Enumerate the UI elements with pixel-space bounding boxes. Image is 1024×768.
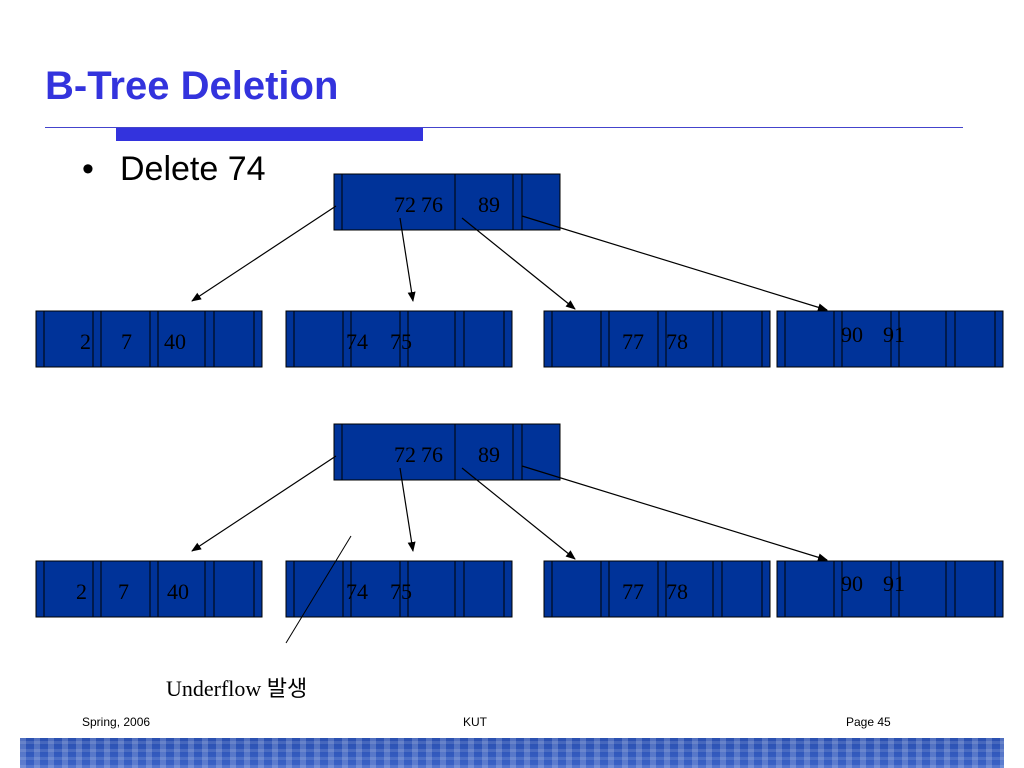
child-key: 40: [167, 579, 189, 604]
footer-date: Spring, 2006: [82, 715, 151, 729]
underflow-annotation: Underflow 발생: [166, 676, 308, 701]
title-accent-bar: [116, 128, 423, 141]
child-node-box: [285, 560, 513, 618]
child-node: 77 78: [543, 310, 771, 368]
edge-arrow: [399, 217, 416, 302]
root-node: 72 76 89: [333, 423, 561, 481]
edge-arrow: [521, 215, 828, 312]
root-key: 72: [394, 192, 416, 217]
child-node-box: [776, 560, 1004, 618]
child-node: 2 7 40: [35, 310, 263, 368]
child-node-box: [776, 310, 1004, 368]
child-key: 74: [346, 579, 368, 604]
edge-arrow: [399, 467, 416, 552]
child-key: 7: [118, 579, 129, 604]
child-key: 75: [390, 579, 412, 604]
footer-page-number: Page 45: [846, 715, 891, 729]
root-node: 72 76 89: [333, 173, 561, 231]
bullet-dot: •: [82, 150, 94, 188]
edge-arrow: [521, 465, 828, 562]
child-node: 90 91: [776, 560, 1004, 618]
child-node-box: [543, 310, 771, 368]
footer-org: KUT: [463, 715, 487, 729]
child-node-box: [35, 310, 263, 368]
root-node-box: [333, 173, 561, 231]
edge-arrow: [191, 455, 337, 552]
child-key: 77: [622, 329, 644, 354]
child-key: 91: [883, 322, 905, 347]
root-key: 76: [421, 192, 443, 217]
child-node: 77 78: [543, 560, 771, 618]
root-key: 72: [394, 442, 416, 467]
child-node-box: [543, 560, 771, 618]
child-key: 2: [80, 329, 91, 354]
child-key: 91: [883, 571, 905, 596]
underflow-callout-line: [285, 535, 352, 644]
child-key: 90: [841, 571, 863, 596]
child-node-box: [285, 310, 513, 368]
bullet-item: • Delete 74: [82, 152, 266, 186]
child-node: 74 75: [285, 560, 513, 618]
child-key: 7: [121, 329, 132, 354]
root-key: 89: [478, 192, 500, 217]
footer-decorative-band: [20, 738, 1004, 768]
child-node: 90 91: [776, 310, 1004, 368]
child-node: 2 7 40: [35, 560, 263, 618]
child-key: 90: [841, 322, 863, 347]
tree-before: 72 76 89 2 7 40: [35, 173, 1004, 368]
root-node-box: [333, 423, 561, 481]
child-key: 40: [164, 329, 186, 354]
root-key: 89: [478, 442, 500, 467]
child-key: 75: [390, 329, 412, 354]
bullet-text: Delete 74: [120, 150, 266, 188]
title-rule: [45, 127, 963, 128]
child-key: 2: [76, 579, 87, 604]
tree-after: 72 76 89 2 7 40: [35, 423, 1004, 644]
edge-arrow: [191, 205, 337, 302]
child-key: 74: [346, 329, 368, 354]
edge-arrow: [461, 467, 576, 560]
child-key: 78: [666, 329, 688, 354]
child-key: 77: [622, 579, 644, 604]
child-node-box: [35, 560, 263, 618]
slide-title: B-Tree Deletion: [45, 64, 339, 108]
root-key: 76: [421, 442, 443, 467]
child-node: 74 75: [285, 310, 513, 368]
child-key: 78: [666, 579, 688, 604]
edge-arrow: [461, 217, 576, 310]
